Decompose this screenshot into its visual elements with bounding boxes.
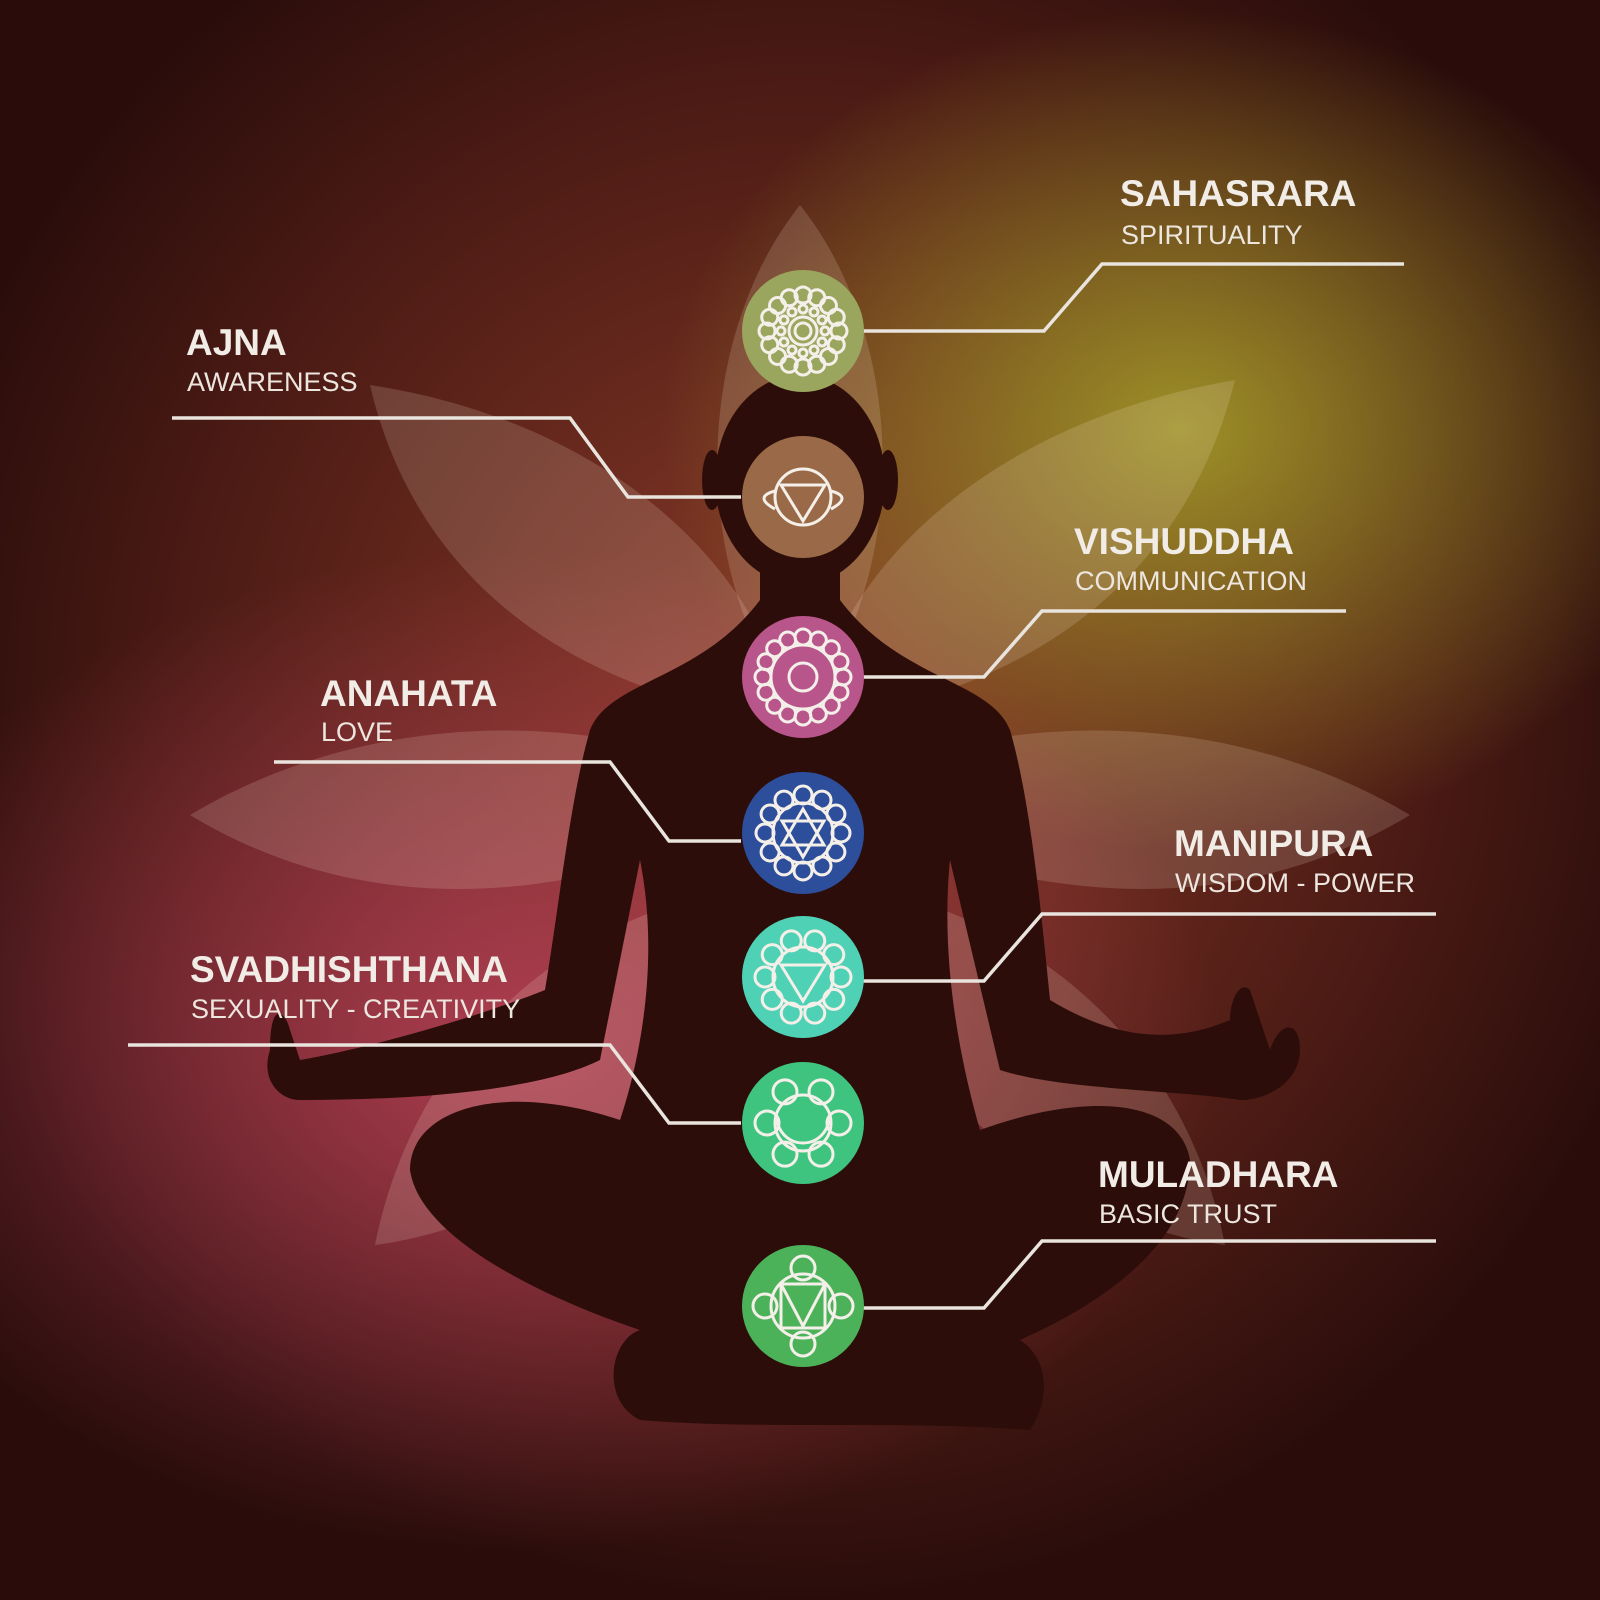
chakra-circle bbox=[742, 436, 864, 558]
two-petal-triangle-icon bbox=[762, 467, 844, 527]
chakra-name: MANIPURA bbox=[1174, 823, 1373, 864]
chakra-name: SVADHISHTHANA bbox=[190, 949, 508, 990]
chakra-circle bbox=[742, 916, 864, 1038]
chakra-name: ANAHATA bbox=[320, 673, 497, 714]
hexagram-lotus-icon bbox=[754, 784, 852, 882]
chakra-circle bbox=[742, 1245, 864, 1367]
leader-line-svadhishthana bbox=[128, 1043, 741, 1125]
chakra-meaning: WISDOM - POWER bbox=[1175, 868, 1415, 898]
leader-line-vishuddha bbox=[862, 609, 1346, 679]
crescent-lotus-icon bbox=[753, 1078, 853, 1168]
chakra-sahasrara bbox=[742, 270, 864, 392]
label-manipura: MANIPURA WISDOM - POWER bbox=[1174, 823, 1415, 898]
chakra-circle bbox=[742, 772, 864, 894]
chakra-meaning: COMMUNICATION bbox=[1075, 566, 1307, 596]
chakra-meaning: SPIRITUALITY bbox=[1121, 220, 1303, 250]
label-svadhishthana: SVADHISHTHANA SEXUALITY - CREATIVITY bbox=[190, 949, 520, 1024]
chakra-name: MULADHARA bbox=[1098, 1154, 1338, 1195]
chakra-meaning: LOVE bbox=[321, 717, 393, 747]
label-anahata: ANAHATA LOVE bbox=[320, 673, 497, 747]
label-vishuddha: VISHUDDHA COMMUNICATION bbox=[1074, 521, 1307, 596]
lotus-petal bbox=[370, 385, 790, 720]
leader-lines bbox=[128, 262, 1436, 1310]
chakra-vishuddha bbox=[742, 616, 864, 738]
sixteen-petal-circle-icon bbox=[753, 627, 853, 727]
chakra-meaning: BASIC TRUST bbox=[1099, 1199, 1277, 1229]
leader-line-anahata bbox=[274, 760, 741, 843]
lotus-petal bbox=[810, 380, 1235, 720]
ten-petal-triangle-icon bbox=[753, 929, 853, 1025]
label-muladhara: MULADHARA BASIC TRUST bbox=[1098, 1154, 1338, 1229]
chakra-manipura bbox=[742, 916, 864, 1038]
thousand-petal-lotus-icon bbox=[757, 285, 849, 377]
chakra-circle bbox=[742, 616, 864, 738]
label-ajna: AJNA AWARENESS bbox=[186, 322, 358, 397]
chakra-name: VISHUDDHA bbox=[1074, 521, 1294, 562]
label-sahasrara: SAHASRARA SPIRITUALITY bbox=[1120, 173, 1356, 250]
chakra-svadhishthana bbox=[742, 1062, 864, 1184]
square-triangle-lotus-icon bbox=[751, 1254, 855, 1358]
chakra-meaning: SEXUALITY - CREATIVITY bbox=[191, 994, 520, 1024]
leader-line-ajna bbox=[172, 416, 741, 499]
chakra-name: AJNA bbox=[186, 322, 287, 363]
chakra-meaning: AWARENESS bbox=[187, 367, 358, 397]
leader-line-sahasrara bbox=[848, 262, 1404, 333]
chakra-ajna bbox=[742, 436, 864, 558]
chakra-muladhara bbox=[742, 1245, 864, 1367]
leader-line-muladhara bbox=[862, 1239, 1436, 1310]
chakra-anahata bbox=[742, 772, 864, 894]
chakra-name: SAHASRARA bbox=[1120, 173, 1356, 214]
chakra-circles bbox=[742, 270, 864, 1367]
chakra-circle bbox=[742, 1062, 864, 1184]
leader-line-manipura bbox=[862, 912, 1436, 983]
